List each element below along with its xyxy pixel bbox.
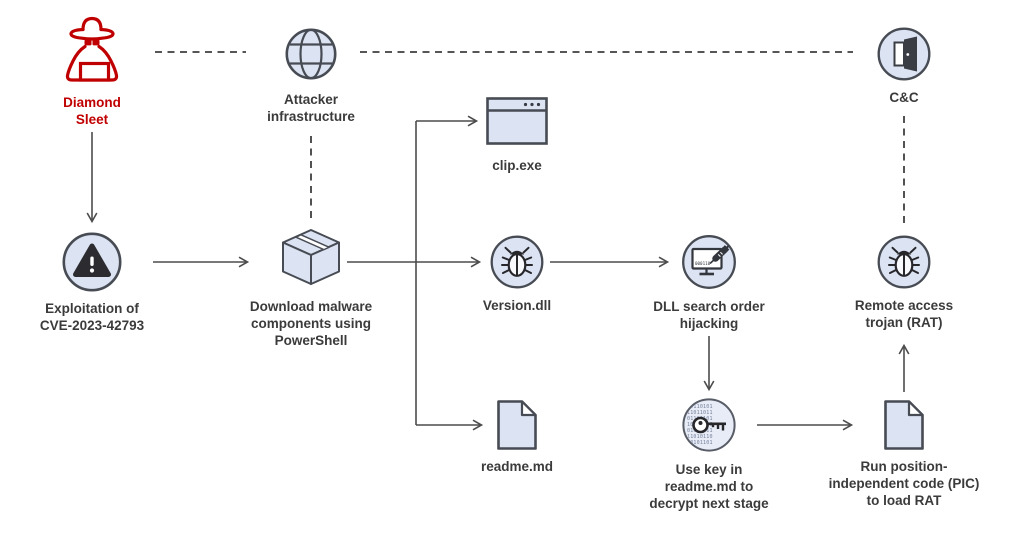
node-label: C&C: [889, 90, 919, 105]
node-version-dll: Version.dll: [462, 234, 572, 314]
spy-icon: [65, 16, 119, 82]
warning-triangle-icon: [62, 232, 122, 292]
node-label: Remote access trojan (RAT): [854, 298, 954, 330]
svg-text:11010110: 11010110: [687, 434, 713, 440]
node-label: Run position- independent code (PIC) to …: [828, 459, 980, 508]
globe-icon: [285, 28, 337, 80]
node-label: Exploitation of CVE-2023-42793: [39, 301, 145, 333]
bug-icon: [877, 235, 931, 289]
node-use-key: 10110101 11011011 01101101 10110110 0101…: [634, 396, 784, 512]
package-icon: [282, 229, 340, 285]
svg-text:10110101: 10110101: [687, 404, 713, 410]
node-cnc: C&C: [844, 26, 964, 106]
encryption-key-icon: 10110101 11011011 01101101 10110110 0101…: [682, 398, 736, 452]
node-rat: Remote access trojan (RAT): [839, 234, 969, 331]
svg-text:10101101: 10101101: [687, 440, 713, 446]
node-run-pic: Run position- independent code (PIC) to …: [812, 399, 996, 509]
node-label: clip.exe: [492, 158, 542, 173]
node-label: Attacker infrastructure: [267, 92, 355, 124]
node-label: DLL search order hijacking: [653, 299, 765, 331]
open-door-icon: [877, 27, 931, 81]
node-exploitation: Exploitation of CVE-2023-42793: [17, 231, 167, 334]
node-label: Use key in readme.md to decrypt next sta…: [649, 462, 769, 511]
node-diamond-sleet: Diamond Sleet: [17, 13, 167, 128]
node-readme: readme.md: [467, 399, 567, 475]
node-clip-exe: clip.exe: [457, 97, 577, 174]
document-icon: [884, 400, 924, 450]
node-label: Download malware components using PowerS…: [249, 299, 373, 348]
node-download: Download malware components using PowerS…: [226, 227, 396, 349]
node-attacker-infrastructure: Attacker infrastructure: [246, 27, 376, 125]
bug-icon: [490, 235, 544, 289]
node-label: Version.dll: [482, 298, 552, 313]
app-window-icon: [486, 97, 548, 145]
node-label: readme.md: [480, 459, 554, 474]
svg-text:000110: 000110: [695, 261, 711, 266]
code-injection-icon: 000110: [682, 235, 736, 289]
svg-text:11011011: 11011011: [687, 410, 713, 416]
document-icon: [497, 400, 537, 450]
node-dll-hijack: 000110 DLL search order hijacking: [639, 233, 779, 332]
node-label: Diamond Sleet: [63, 95, 121, 127]
